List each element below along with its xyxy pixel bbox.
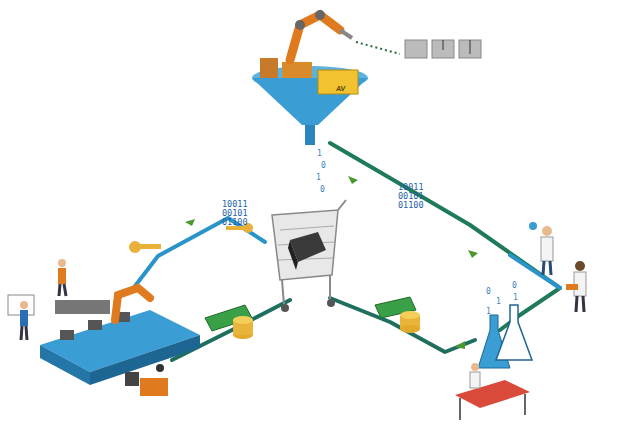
binary-digit: 1 — [317, 150, 322, 158]
direction-arrows — [185, 176, 478, 349]
binary-digit: 1 — [486, 308, 491, 316]
factory — [40, 288, 200, 396]
samples — [405, 40, 481, 58]
scientists — [455, 222, 586, 420]
flasks — [478, 305, 532, 368]
binary-digit: 0 — [320, 186, 325, 194]
shopping-cart — [272, 200, 346, 312]
binary-digit: 1 — [513, 294, 518, 302]
binary-digit: 0 — [512, 282, 517, 290]
binary-digit: 0 — [321, 162, 326, 170]
workers — [8, 259, 66, 340]
money — [205, 297, 420, 339]
binary-digit: 0 — [486, 288, 491, 296]
box-label: AV — [336, 85, 345, 92]
funnel — [252, 10, 400, 145]
keys — [129, 223, 253, 253]
binary-code: 10011 00101 01100 — [398, 183, 427, 210]
binary-digit: 1 — [496, 298, 501, 306]
binary-code: 10011 00101 01100 — [222, 200, 251, 227]
binary-digit: 1 — [316, 174, 321, 182]
